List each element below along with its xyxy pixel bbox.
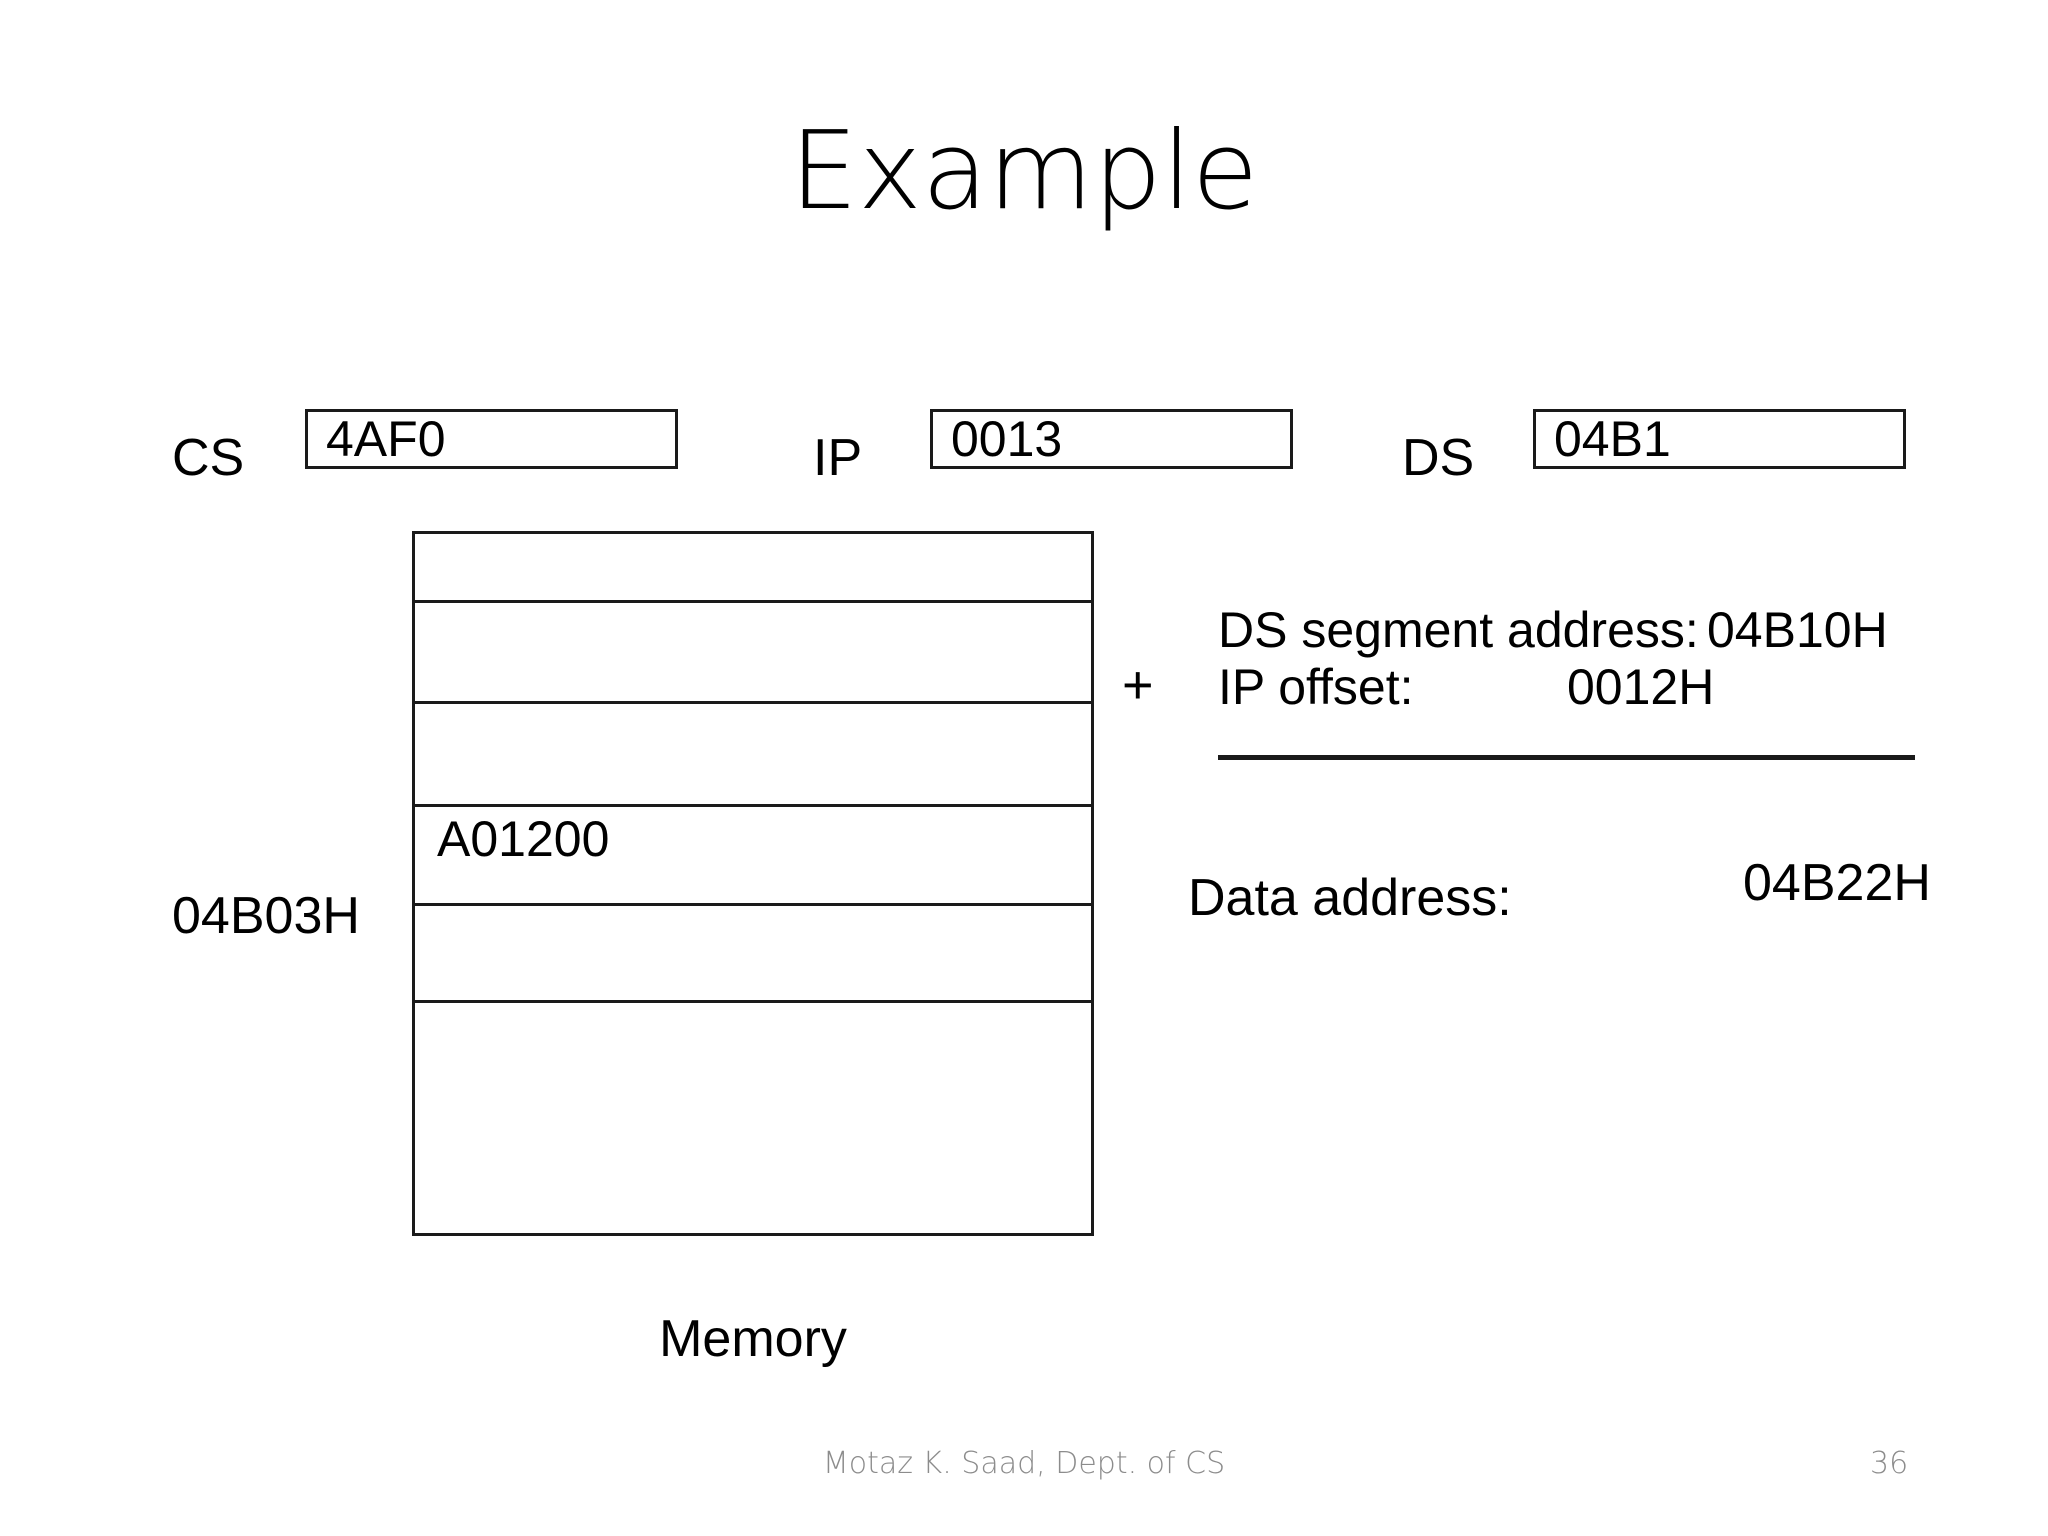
register-box-ds[interactable]: 04B1 [1533,409,1906,469]
register-value-cs: 4AF0 [326,411,446,467]
data-address-value: 04B22H [1743,854,1931,912]
memory-row[interactable] [415,1003,1091,1233]
memory-row[interactable] [415,704,1091,807]
register-value-ds: 04B1 [1554,411,1671,467]
ds-segment-address-label: DS segment address: [1218,602,1699,658]
ip-offset-value: 0012H [1567,659,1715,715]
register-box-cs[interactable]: 4AF0 [305,409,678,469]
page-title: Example [789,109,1259,234]
memory-row[interactable] [415,906,1091,1003]
register-value-ip: 0013 [951,411,1063,467]
ds-segment-address-value: 04B10H [1707,602,1888,658]
register-box-ip[interactable]: 0013 [930,409,1293,469]
memory-row[interactable] [415,534,1091,603]
memory-row-a01200[interactable]: A01200 [415,807,1091,906]
plus-operator-icon: + [1122,655,1154,715]
register-label-ip: IP [813,429,863,487]
ip-offset-label: IP offset: [1218,659,1414,715]
register-label-ds: DS [1402,429,1475,487]
memory-address-label: 04B03H [172,887,360,945]
memory-table: A01200 [412,531,1094,1236]
footer-author: Motaz K. Saad, Dept. of CS [822,1446,1226,1481]
memory-caption: Memory [659,1310,847,1368]
calculation-divider [1218,755,1915,760]
memory-cell-value: A01200 [437,811,610,867]
register-label-cs: CS [172,429,245,487]
footer-page-number: 36 [1870,1446,1909,1481]
memory-row[interactable] [415,603,1091,704]
data-address-label: Data address: [1188,869,1512,927]
